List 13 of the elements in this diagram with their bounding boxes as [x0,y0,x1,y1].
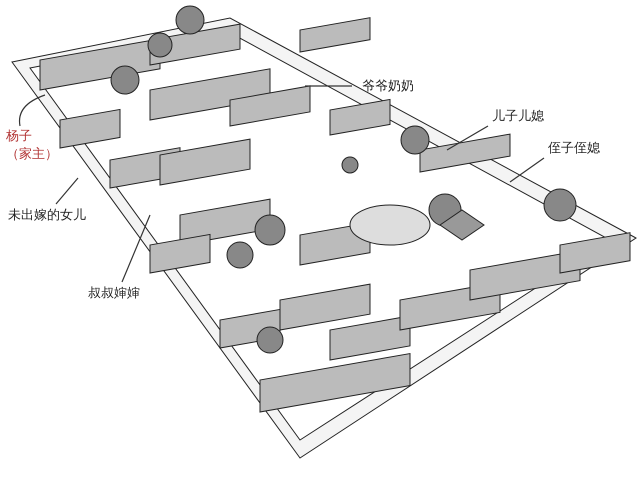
leader-line [305,85,352,87]
room-label: 爷爷奶奶 [362,78,414,96]
leader-line [446,125,488,151]
room-label: 儿子儿媳 [492,108,544,126]
leader-line [510,158,544,182]
room-label: （家主） [6,146,58,164]
room-label: 侄子侄媳 [548,140,600,158]
room-label: 叔叔婶婶 [88,285,140,303]
room-label: 杨子 [6,128,33,146]
room-label: 未出嫁的女儿 [8,207,86,225]
leader-line [18,94,46,126]
leader-line [56,178,78,204]
leader-line [121,214,151,282]
